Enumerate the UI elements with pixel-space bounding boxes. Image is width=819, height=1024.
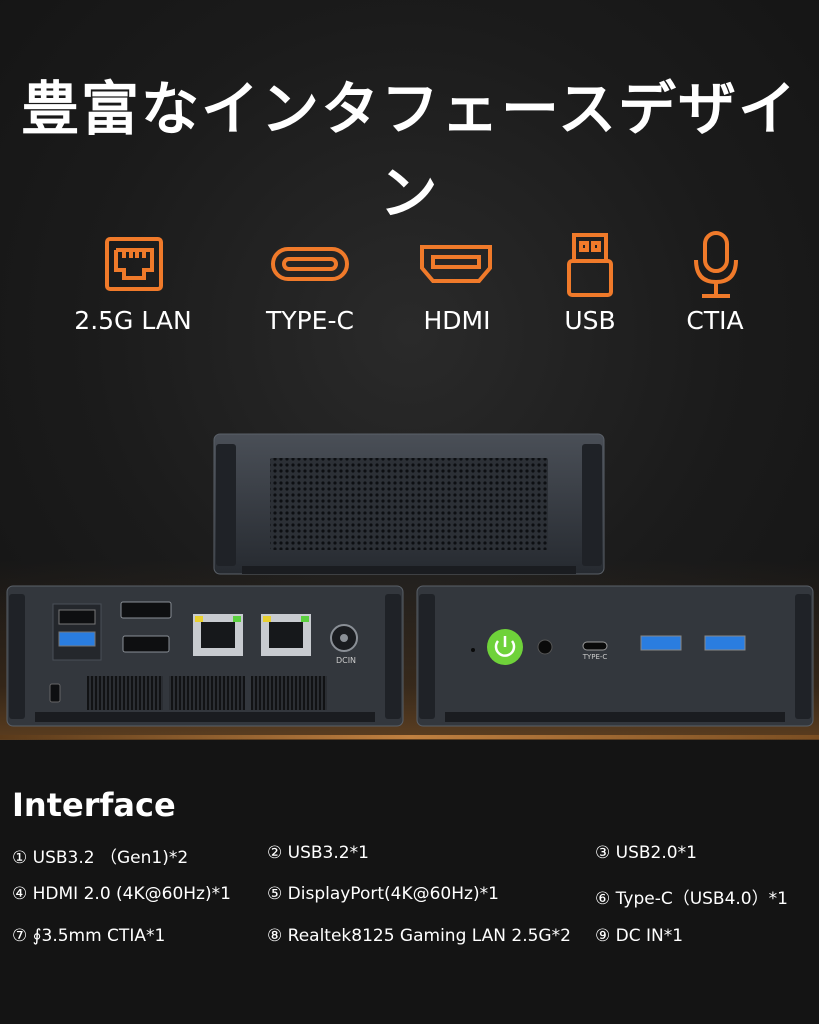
spec-item: ④ HDMI 2.0 (4K@60Hz)*1 bbox=[12, 884, 231, 904]
spec-item: ⑨ DC IN*1 bbox=[595, 926, 684, 946]
spec-item: ⑤ DisplayPort(4K@60Hz)*1 bbox=[267, 884, 499, 904]
spec-item: ② USB3.2*1 bbox=[267, 843, 369, 863]
page-title: 豊富なインタフェースデザイン bbox=[20, 75, 799, 227]
usb-port-icon bbox=[566, 232, 614, 302]
type-c-port-icon bbox=[270, 246, 350, 286]
port-label-hdmi: HDMI bbox=[423, 306, 491, 335]
interface-heading: Interface bbox=[12, 786, 176, 824]
mini-pc-top-view bbox=[212, 432, 606, 586]
microphone-icon bbox=[690, 230, 742, 304]
port-label-ctia: CTIA bbox=[686, 306, 744, 335]
spec-item: ⑧ Realtek8125 Gaming LAN 2.5G*2 bbox=[267, 926, 571, 946]
mini-pc-front-panel bbox=[415, 584, 815, 738]
type-c-port-label: TYPE-C bbox=[582, 653, 608, 661]
mini-pc-rear-panel bbox=[5, 584, 405, 738]
port-label-usb: USB bbox=[564, 306, 616, 335]
spec-item: ① USB3.2 （Gen1)*2 bbox=[12, 848, 189, 868]
lan-port-icon bbox=[104, 236, 164, 296]
spec-item: ⑥ Type-C（USB4.0）*1 bbox=[595, 889, 788, 909]
spec-item: ③ USB2.0*1 bbox=[595, 843, 697, 863]
dc-in-label: DCIN bbox=[335, 656, 357, 665]
spec-item: ⑦ ∮3.5mm CTIA*1 bbox=[12, 926, 166, 946]
hdmi-port-icon bbox=[419, 244, 493, 288]
port-label-lan: 2.5G LAN bbox=[74, 306, 192, 335]
floor-line bbox=[0, 735, 819, 739]
port-label-type-c: TYPE-C bbox=[266, 306, 354, 335]
